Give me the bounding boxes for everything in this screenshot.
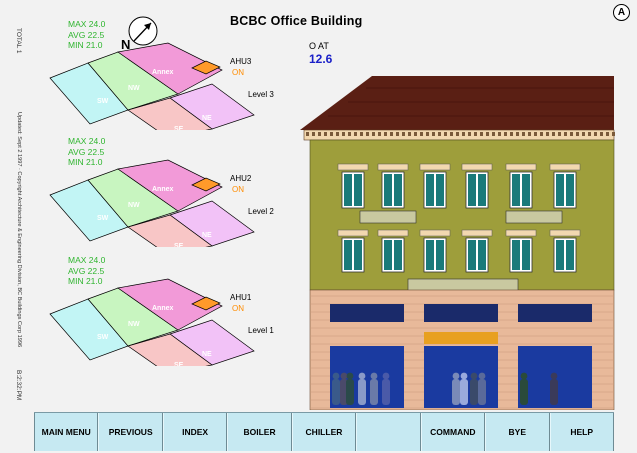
zone-label-sw: SW — [97, 215, 109, 222]
pedestrian-figure — [460, 379, 468, 405]
pedestrian-figure — [346, 379, 354, 405]
zone-label-annex: Annex — [152, 305, 174, 312]
page-title: BCBC Office Building — [230, 14, 363, 28]
zone-label-annex: Annex — [152, 186, 174, 193]
pedestrian-figure — [332, 379, 340, 405]
oat-value: 12.6 — [309, 52, 333, 66]
zone-annex[interactable] — [117, 278, 223, 331]
main-menu-button[interactable]: MAIN MENU — [34, 413, 99, 451]
temp-avg: AVG 22.5 — [68, 265, 105, 276]
zone-se[interactable] — [127, 214, 213, 247]
pedestrian-figure — [520, 379, 528, 405]
zone-label-se: SE — [174, 243, 184, 247]
zone-se[interactable] — [127, 333, 213, 366]
zone-label-ne: NE — [202, 351, 212, 358]
ahu-status: ON — [232, 304, 244, 313]
boiler-button[interactable]: BOILER — [227, 413, 292, 451]
compass — [118, 15, 160, 49]
pedestrian-figure — [370, 379, 378, 405]
previous-button[interactable]: PREVIOUS — [98, 413, 163, 451]
blank-button[interactable] — [356, 413, 421, 451]
level-label: Level 3 — [248, 90, 274, 99]
pedestrian-figure — [382, 379, 390, 405]
ahu-status: ON — [232, 68, 244, 77]
temp-max: MAX 24.0 — [68, 19, 106, 29]
zone-label-sw: SW — [97, 334, 109, 341]
compass-icon — [128, 16, 158, 46]
help-button[interactable]: HELP — [549, 413, 614, 451]
pedestrian-figure — [470, 379, 478, 405]
temp-max: MAX 24.0 — [68, 136, 106, 146]
zone-label-nw: NW — [128, 321, 140, 328]
temp-avg: AVG 22.5 — [68, 29, 105, 40]
zone-label-nw: NW — [128, 85, 140, 92]
zone-label-nw: NW — [128, 202, 140, 209]
zone-label-se: SE — [174, 362, 184, 366]
roof-shape — [300, 76, 614, 130]
ahu-name[interactable]: AHU2 — [230, 174, 252, 183]
ahu-unit-icon[interactable] — [191, 60, 221, 75]
compass-north-label: N — [121, 37, 131, 52]
pedestrian-figure — [358, 379, 366, 405]
zone-annex[interactable] — [117, 42, 223, 95]
ahu-name[interactable]: AHU1 — [230, 293, 252, 302]
zone-label-ne: NE — [202, 115, 212, 122]
zone-label-ne: NE — [202, 232, 212, 239]
ahu-unit-icon[interactable] — [191, 296, 221, 311]
zone-label-se: SE — [174, 126, 184, 130]
building-facade-image — [298, 76, 616, 415]
zone-label-annex: Annex — [152, 69, 174, 76]
ahu-status: ON — [232, 185, 244, 194]
pedestrian-figure — [452, 379, 460, 405]
temp-min: MIN 21.0 — [68, 276, 103, 286]
a-badge-icon: A — [613, 4, 630, 21]
zone-annex[interactable] — [117, 159, 223, 212]
temp-max: MAX 24.0 — [68, 255, 106, 265]
bottom-button-bar: MAIN MENU PREVIOUS INDEX BOILER CHILLER … — [34, 412, 614, 451]
ahu-name[interactable]: AHU3 — [230, 57, 252, 66]
index-button[interactable]: INDEX — [162, 413, 228, 451]
bye-button[interactable]: BYE — [485, 413, 550, 451]
temp-min: MIN 21.0 — [68, 40, 103, 50]
oat-label: O AT — [309, 41, 329, 51]
pedestrian-figure — [478, 379, 486, 405]
zone-label-sw: SW — [97, 98, 109, 105]
pedestrian-figure — [550, 379, 558, 405]
level-label: Level 2 — [248, 207, 274, 216]
temp-avg: AVG 22.5 — [68, 146, 105, 157]
temp-min: MIN 21.0 — [68, 157, 103, 167]
level-label: Level 1 — [248, 326, 274, 335]
command-button[interactable]: COMMAND — [420, 413, 486, 451]
ahu-unit-icon[interactable] — [191, 177, 221, 192]
zone-se[interactable] — [127, 97, 213, 130]
chiller-button[interactable]: CHILLER — [291, 413, 357, 451]
